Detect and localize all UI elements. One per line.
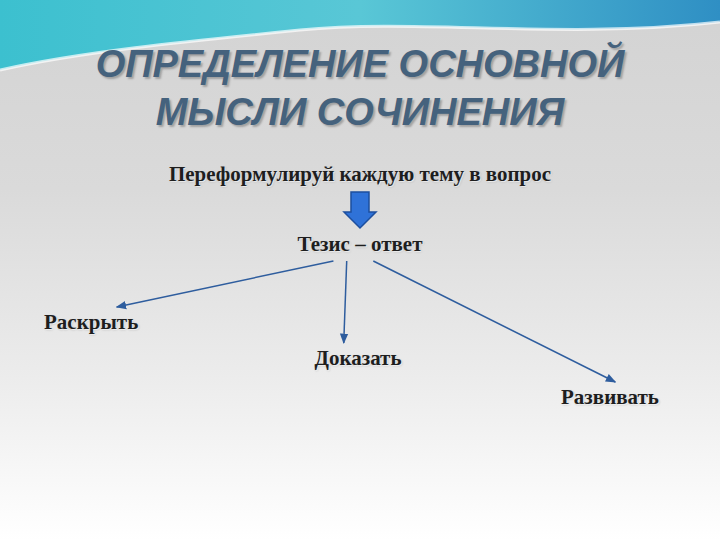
text-node: Тезис – ответ	[294, 230, 427, 259]
connector-line	[117, 261, 334, 307]
text-node: Развивать	[557, 383, 663, 412]
node-text: Переформулируй каждую тему в вопрос	[169, 162, 551, 186]
text-node: Доказать	[310, 344, 405, 373]
node-text: Тезис – ответ	[298, 232, 423, 256]
connector-line	[344, 261, 347, 343]
text-node: Переформулируй каждую тему в вопрос	[165, 160, 555, 189]
slide-title: ОПРЕДЕЛЕНИЕ ОСНОВНОЙ МЫСЛИ СОЧИНЕНИЯ	[40, 40, 680, 136]
text-node: Раскрыть	[40, 308, 142, 337]
connector-line	[373, 261, 615, 382]
node-text: Раскрыть	[44, 310, 138, 334]
node-text: Доказать	[314, 346, 401, 370]
node-text: Развивать	[561, 385, 659, 409]
block-arrow	[344, 192, 376, 228]
